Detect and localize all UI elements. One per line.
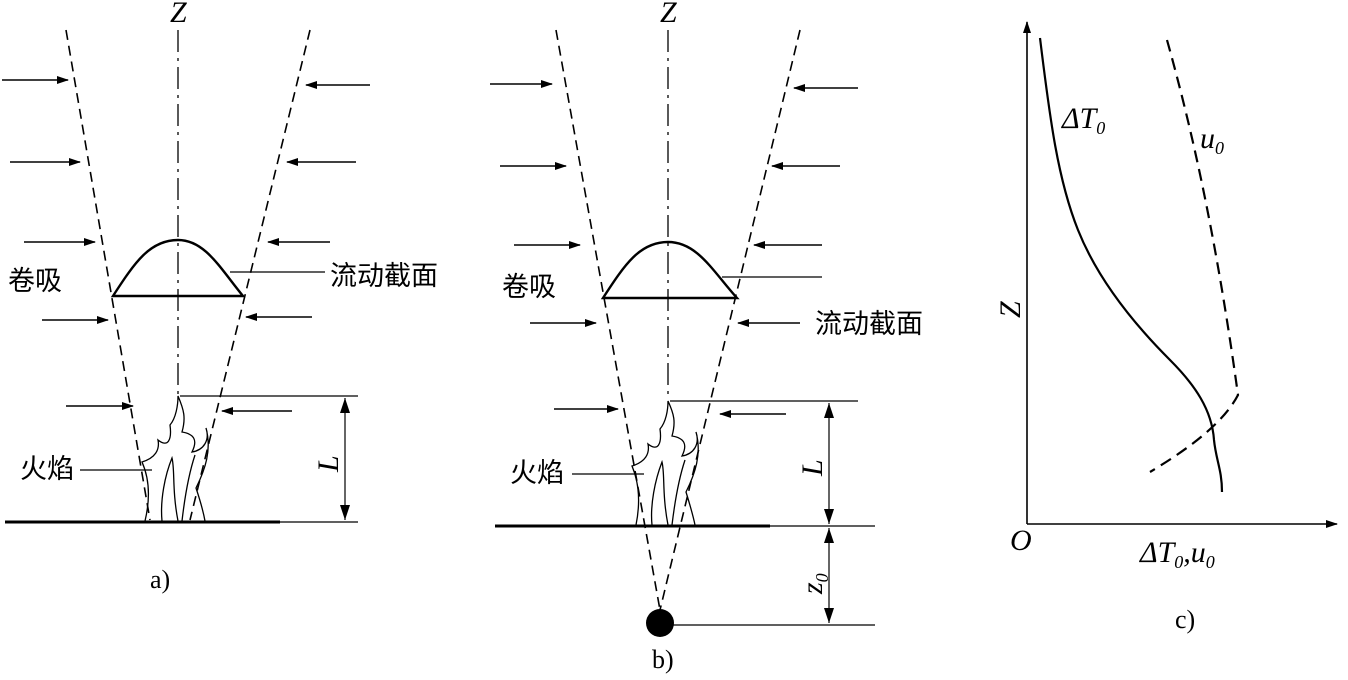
- caption-a: a): [150, 565, 170, 594]
- height-label: L: [796, 459, 829, 477]
- flame-outer: [631, 400, 699, 526]
- entrainment-arrows-left: [490, 80, 619, 413]
- plume-boundary-left: [65, 29, 151, 521]
- panel-b: Z 卷吸 流动截面 火焰 L: [490, 0, 923, 674]
- z-axis-label: Z: [170, 0, 187, 29]
- panel-a: Z 卷吸 流动截面 火焰 L a): [2, 0, 438, 594]
- entrainment-arrows-left: [2, 76, 134, 410]
- velocity-curve-label: u0: [1200, 122, 1224, 158]
- flame-label: 火焰: [20, 454, 74, 485]
- height-label: L: [312, 455, 345, 473]
- flow-section-label: 流动截面: [330, 261, 438, 292]
- z-axis-label: Z: [660, 0, 677, 29]
- entrainment-label: 卷吸: [8, 266, 62, 297]
- velocity-profile: [600, 240, 740, 300]
- temperature-curve-label: ΔT0: [1061, 102, 1105, 138]
- entrainment-label: 卷吸: [502, 272, 556, 303]
- height-dimension-arrowheads: [824, 403, 834, 524]
- temperature-curve: [1038, 37, 1224, 493]
- plume-boundary-right: [189, 29, 311, 521]
- plume-boundary-right: [659, 29, 801, 611]
- y-axis-label: Z: [994, 301, 1027, 318]
- flow-section-label: 流动截面: [815, 309, 923, 340]
- virtual-origin-point: [646, 609, 674, 637]
- plume-boundary-left: [555, 29, 661, 611]
- entrainment-arrows-right: [221, 81, 370, 415]
- entrainment-arrows-right: [719, 84, 858, 418]
- offset-label: z0: [796, 573, 832, 595]
- flame-inner: [650, 459, 686, 526]
- panel-c: Z O ΔT0,u0 ΔT0 u0 c): [994, 21, 1338, 634]
- origin-label: O: [1010, 524, 1032, 557]
- flame-outer: [141, 395, 209, 522]
- x-axis-label: ΔT0,u0: [1139, 536, 1215, 572]
- velocity-curve: [1149, 39, 1240, 473]
- flame-label: 火焰: [510, 458, 564, 489]
- flame-inner: [160, 454, 196, 522]
- caption-c: c): [1175, 605, 1195, 634]
- height-dimension-arrowheads: [340, 398, 350, 520]
- caption-b: b): [652, 645, 674, 674]
- velocity-profile: [110, 238, 246, 298]
